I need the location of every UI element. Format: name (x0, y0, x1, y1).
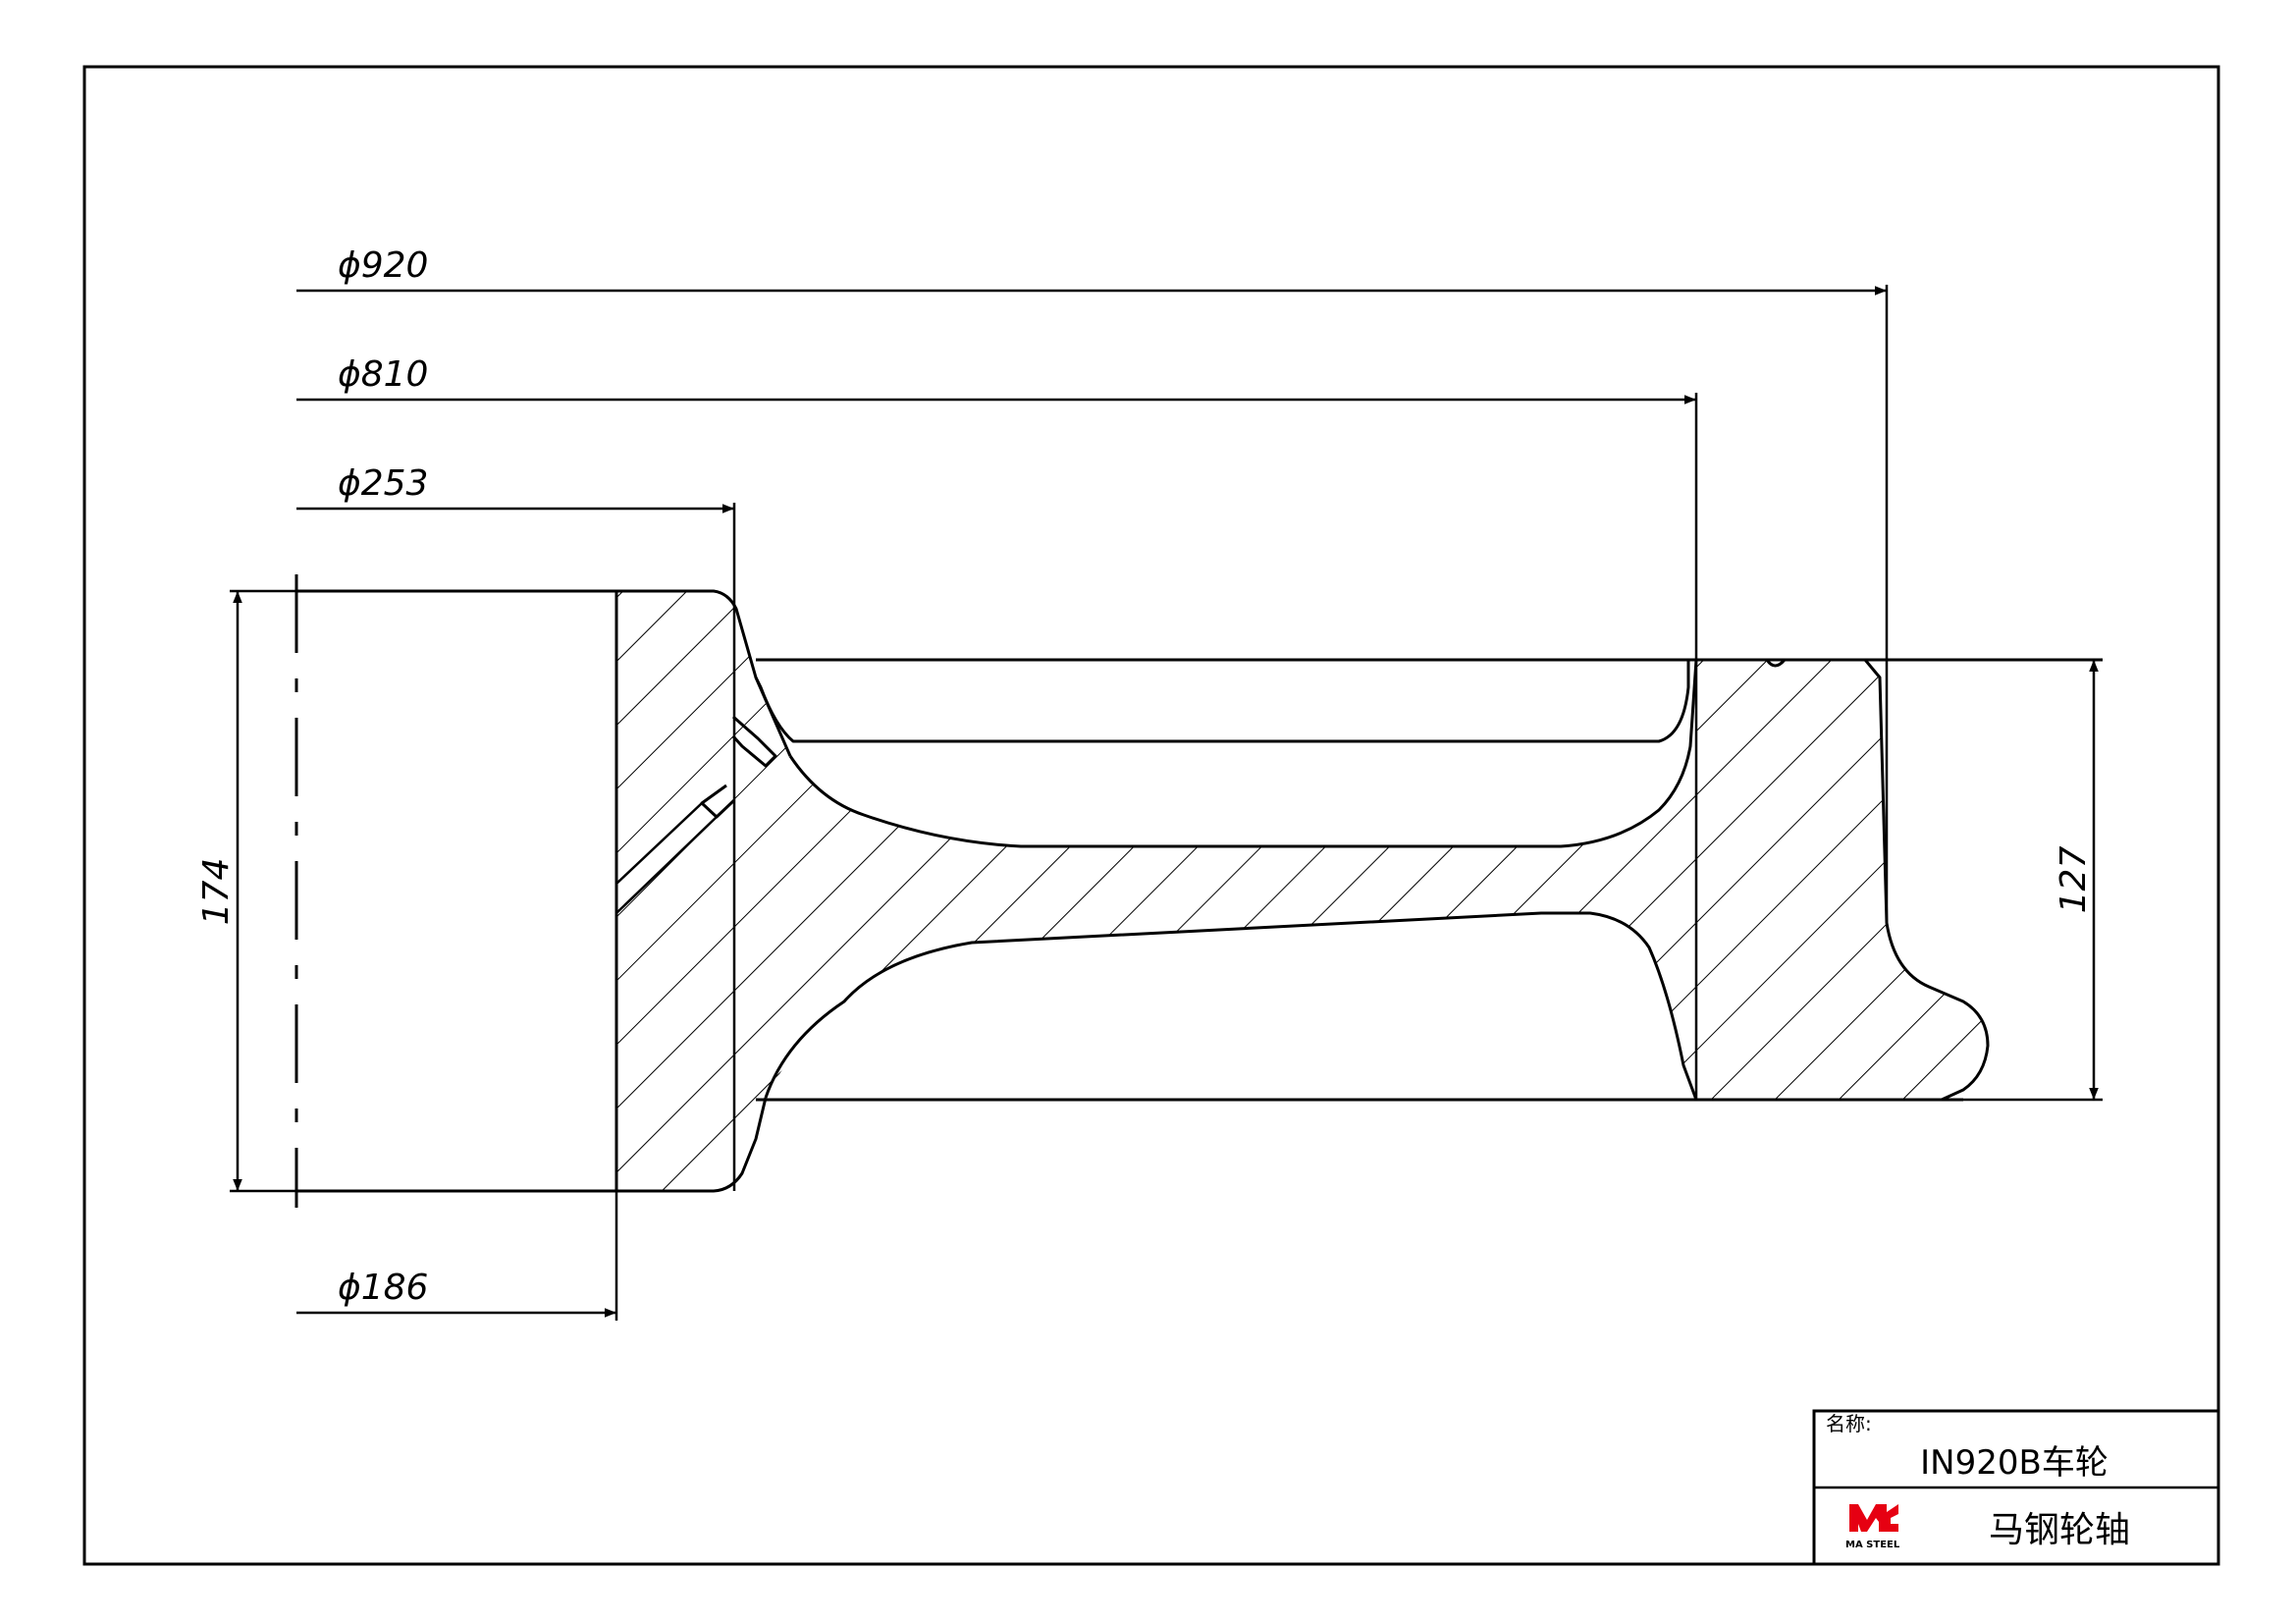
company-name: 马钢轮轴 (1989, 1510, 2130, 1550)
wheel-outline (615, 589, 2103, 1193)
dim-diameter-920: ϕ920 (338, 245, 428, 286)
hub-section (616, 591, 1696, 1191)
logo-text: MA STEEL (1845, 1540, 1900, 1550)
dim-height-127: 127 (2054, 846, 2094, 914)
dim-diameter-810: ϕ810 (338, 354, 428, 395)
dim-diameter-186: ϕ186 (338, 1268, 428, 1308)
dim-diameter-253: ϕ253 (338, 463, 428, 504)
title-block (1812, 1409, 2220, 1566)
title-block-name-label: 名称: (1826, 1412, 1872, 1435)
rim-section (1696, 660, 1988, 1100)
masteel-logo: MA STEEL (1845, 1504, 1900, 1550)
dim-height-174: 174 (196, 858, 237, 926)
dimension-lines (230, 285, 2103, 1321)
drawing-frame (82, 65, 2220, 1566)
part-name: IN920B车轮 (1920, 1443, 2109, 1483)
bore-outline (296, 503, 736, 1193)
